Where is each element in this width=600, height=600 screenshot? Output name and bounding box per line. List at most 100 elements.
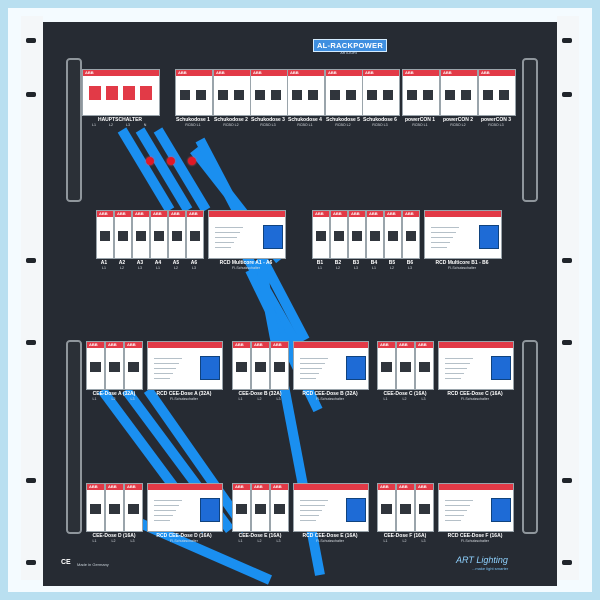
row4-cee-1-phase-1: L1	[92, 539, 97, 543]
rail-hole	[562, 258, 572, 263]
groupA-breaker-label-1: A1	[100, 260, 108, 266]
row1-module-label-9: powerCON 3	[480, 117, 511, 123]
row1-module-label-1: Schukodose 1	[176, 117, 210, 123]
row4-cee-1-pole-3[interactable]: ABB	[124, 483, 143, 532]
groupA-breaker-sub-4: L1	[156, 266, 160, 270]
row1-module-6[interactable]: ABB	[362, 69, 400, 116]
row3-cee-1-pole-1[interactable]: ABB	[86, 341, 105, 390]
row3-rcd-2[interactable]	[293, 341, 369, 390]
row4-cee-3-pole-2[interactable]: ABB	[396, 483, 415, 532]
row4-rcd-2[interactable]	[293, 483, 369, 532]
row1-module-label-3: Schukodose 3	[251, 117, 285, 123]
row4-rcd-3[interactable]	[438, 483, 514, 532]
groupA-breaker-1[interactable]: ABB	[96, 210, 114, 259]
groupA-breaker-6[interactable]: ABB	[186, 210, 204, 259]
row3-cee-2-pole-3[interactable]: ABB	[270, 341, 289, 390]
row1-module-9[interactable]: ABB	[478, 69, 516, 116]
row4-cee-1-pole-2[interactable]: ABB	[105, 483, 124, 532]
groupB-breaker-sub-6: L3	[408, 266, 412, 270]
groupB-breaker-5[interactable]: ABB	[384, 210, 402, 259]
row3-cee-3-pole-3[interactable]: ABB	[415, 341, 434, 390]
groupA-breaker-sub-6: L3	[192, 266, 196, 270]
main-switch-phase-3: L3	[126, 123, 130, 127]
row4-cee-1-phase-3: L3	[130, 539, 135, 543]
row3-cee-1-phase-3: L3	[130, 397, 135, 401]
ce-mark: CE	[61, 559, 71, 566]
groupA-breaker-5[interactable]: ABB	[168, 210, 186, 259]
groupA-breaker-2[interactable]: ABB	[114, 210, 132, 259]
row3-rcd-2-label: RCD CEE-Dose B (32A)	[302, 391, 358, 397]
brand-tagline: ...make light smarter	[472, 566, 509, 571]
groupB-breaker-sub-1: L1	[318, 266, 322, 270]
row4-cee-2-phase-2: L2	[257, 539, 262, 543]
row4-rcd-2-label: RCD CEE-Dose E (16A)	[302, 533, 358, 539]
row4-cee-3-phase-3: L3	[421, 539, 426, 543]
row3-rcd-3-sub: FI-Schutzschalter	[461, 397, 489, 401]
right-handle-top[interactable]	[522, 58, 538, 202]
groupA-rcd-label: RCD Multicore A1 - A6	[219, 260, 273, 266]
main-switch[interactable]: ABB	[82, 69, 160, 116]
row4-cee-3-pole-3[interactable]: ABB	[415, 483, 434, 532]
row3-rcd-1[interactable]	[147, 341, 223, 390]
row4-cee-2-pole-3[interactable]: ABB	[270, 483, 289, 532]
groupB-breaker-label-1: B1	[316, 260, 324, 266]
panel-subtitle: ARTLIGHT	[340, 51, 358, 55]
groupB-breaker-4[interactable]: ABB	[366, 210, 384, 259]
left-handle-bottom[interactable]	[66, 340, 82, 534]
groupB-rcd-sub: FI-Schutzschalter	[448, 266, 476, 270]
groupA-breaker-3[interactable]: ABB	[132, 210, 150, 259]
row1-module-sub-9: RCBO L3	[488, 123, 504, 127]
row3-cee-3-pole-1[interactable]: ABB	[377, 341, 396, 390]
rail-hole	[562, 560, 572, 565]
rail-hole	[26, 38, 36, 43]
right-handle-bottom[interactable]	[522, 340, 538, 534]
left-handle-top[interactable]	[66, 58, 82, 202]
rail-hole	[26, 340, 36, 345]
rail-hole	[26, 560, 36, 565]
row4-cee-1-label: CEE-Dose D (16A)	[92, 533, 136, 539]
row1-module-7[interactable]: ABB	[402, 69, 440, 116]
row4-cee-1-pole-1[interactable]: ABB	[86, 483, 105, 532]
groupB-breaker-label-4: B4	[370, 260, 378, 266]
row1-module-sub-1: RCBO L1	[185, 123, 201, 127]
row1-module-label-8: powerCON 2	[442, 117, 473, 123]
row1-module-1[interactable]: ABB	[175, 69, 213, 116]
row1-module-8[interactable]: ABB	[440, 69, 478, 116]
row4-cee-3-pole-1[interactable]: ABB	[377, 483, 396, 532]
groupB-breaker-2[interactable]: ABB	[330, 210, 348, 259]
row3-cee-1-pole-3[interactable]: ABB	[124, 341, 143, 390]
row3-cee-1-phase-1: L1	[92, 397, 97, 401]
groupB-rcd[interactable]	[424, 210, 502, 259]
row3-cee-2-pole-2[interactable]: ABB	[251, 341, 270, 390]
row1-module-3[interactable]: ABB	[250, 69, 288, 116]
groupA-breaker-label-2: A2	[118, 260, 126, 266]
row3-cee-2-pole-1[interactable]: ABB	[232, 341, 251, 390]
row4-cee-2-pole-2[interactable]: ABB	[251, 483, 270, 532]
row4-cee-2-pole-1[interactable]: ABB	[232, 483, 251, 532]
row1-module-label-7: powerCON 1	[404, 117, 435, 123]
row1-module-sub-3: RCBO L3	[260, 123, 276, 127]
groupB-breaker-1[interactable]: ABB	[312, 210, 330, 259]
row1-module-4[interactable]: ABB	[287, 69, 325, 116]
groupB-breaker-6[interactable]: ABB	[402, 210, 420, 259]
row3-cee-3-pole-2[interactable]: ABB	[396, 341, 415, 390]
groupA-breaker-4[interactable]: ABB	[150, 210, 168, 259]
cable-line-2	[135, 127, 193, 213]
main-switch-phase-4: N	[143, 123, 147, 127]
groupB-breaker-sub-5: L2	[390, 266, 394, 270]
groupB-breaker-sub-4: L1	[372, 266, 376, 270]
row3-cee-1-label: CEE-Dose A (32A)	[92, 391, 136, 397]
rail-hole	[562, 92, 572, 97]
groupB-breaker-3[interactable]: ABB	[348, 210, 366, 259]
row1-module-2[interactable]: ABB	[213, 69, 251, 116]
row4-rcd-1[interactable]	[147, 483, 223, 532]
row3-cee-1-pole-2[interactable]: ABB	[105, 341, 124, 390]
brand-logo: ART Lighting	[456, 555, 508, 565]
row1-module-5[interactable]: ABB	[325, 69, 363, 116]
row3-rcd-3[interactable]	[438, 341, 514, 390]
row3-rcd-1-label: RCD CEE-Dose A (32A)	[156, 391, 212, 397]
row4-rcd-2-sub: FI-Schutzschalter	[316, 539, 344, 543]
rail-hole	[562, 340, 572, 345]
row1-module-sub-6: RCBO L3	[372, 123, 388, 127]
groupA-rcd[interactable]	[208, 210, 286, 259]
